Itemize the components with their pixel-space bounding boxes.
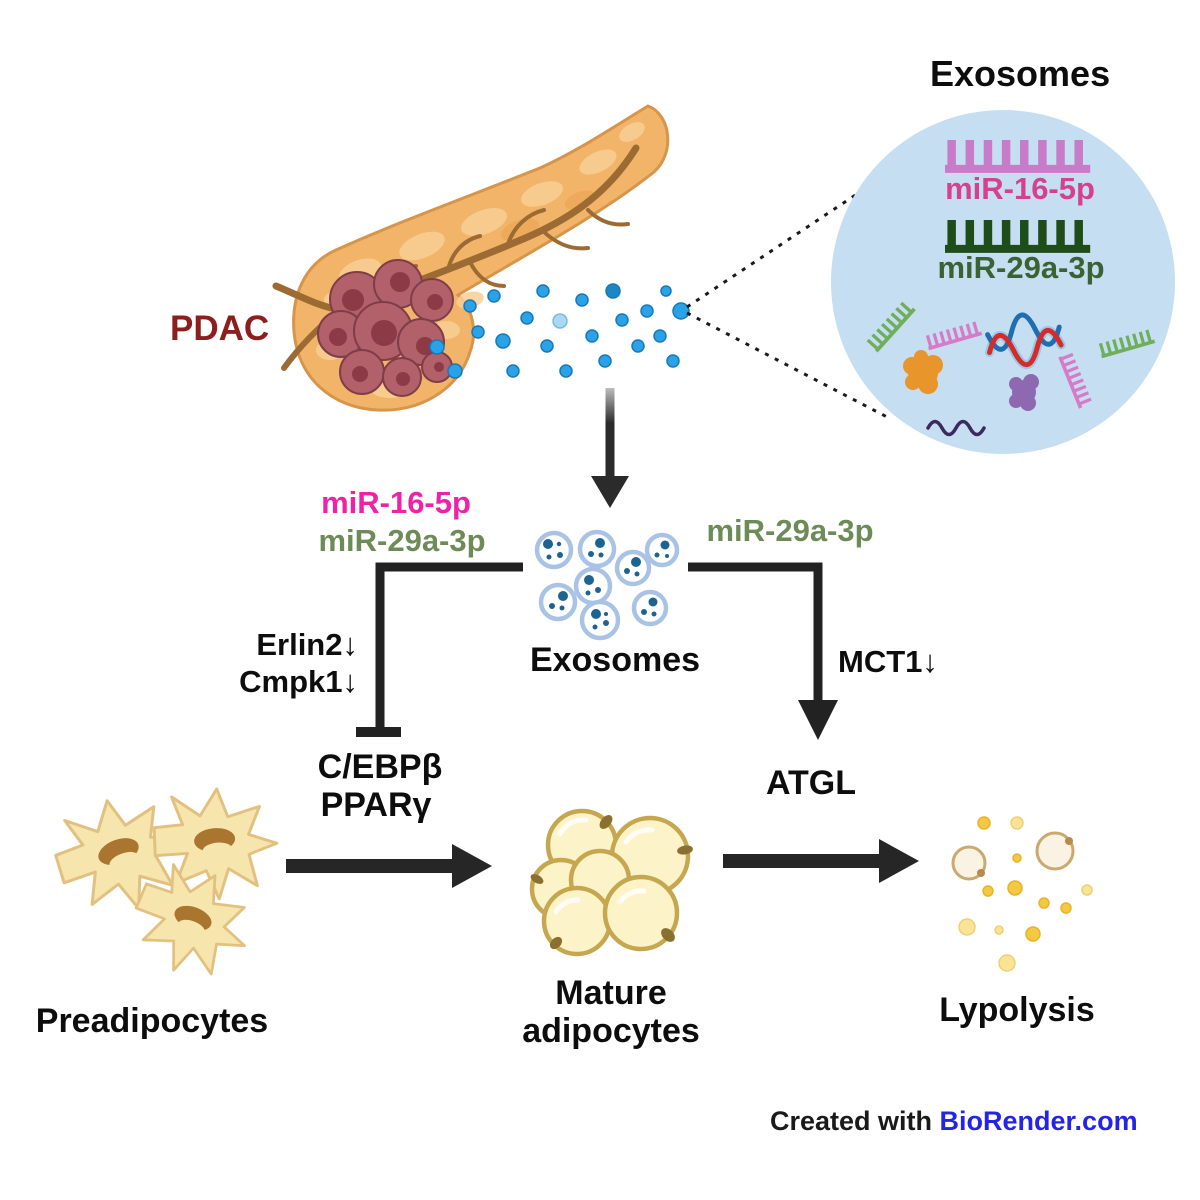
lypolysis-droplets-icon <box>951 816 1093 972</box>
lypolysis-label: Lypolysis <box>939 991 1095 1029</box>
inset-mir16-label: miR-16-5p <box>945 171 1095 206</box>
inset-mir29-label: miR-29a-3p <box>937 250 1105 285</box>
inhibition-t-bar <box>356 727 401 737</box>
exosome-cluster-icon <box>534 529 680 641</box>
biorender-credit: Created with BioRender.com <box>770 1106 1138 1137</box>
mature-adipocytes-label-line1: Mature <box>555 974 667 1012</box>
arrow-preadipocytes-to-mature <box>286 844 492 888</box>
mature-adipocytes-label-line2: adipocytes <box>522 1012 700 1050</box>
pparg-label: PPARγ <box>320 786 432 824</box>
exosome-cluster-label: Exosomes <box>529 641 701 679</box>
inset-heading: Exosomes <box>930 53 1111 94</box>
erlin2-label: Erlin2↓ <box>256 627 358 662</box>
rna-squiggle-icon <box>926 419 986 437</box>
protein-blob-purple-icon <box>1009 374 1039 411</box>
preadipocytes-label: Preadipocytes <box>35 1002 269 1040</box>
atgl-label: ATGL <box>765 764 857 802</box>
right-branch-arrow <box>688 562 838 740</box>
cebpb-label: C/EBPβ <box>317 748 443 786</box>
left-branch-inhibition-line <box>356 562 523 737</box>
mature-adipocytes-icon <box>529 808 693 957</box>
right-branch-mir29-label: miR-29a-3p <box>706 513 874 548</box>
pdac-tumor-icon <box>317 259 454 397</box>
arrow-mature-to-lypolysis <box>723 839 919 883</box>
exosome-spray-dots <box>429 283 690 379</box>
preadipocytes-icon <box>49 777 286 997</box>
dna-helix-icon <box>984 312 1066 370</box>
biorender-link[interactable]: BioRender.com <box>939 1106 1138 1136</box>
released-mir16-label: miR-16-5p <box>321 485 471 520</box>
protein-blob-orange-icon <box>903 350 943 394</box>
released-mir29-label: miR-29a-3p <box>318 523 486 558</box>
inset-connector-dotted-lines <box>686 184 890 420</box>
pdac-label: PDAC <box>170 309 270 348</box>
mct1-label: MCT1↓ <box>838 644 938 679</box>
pancreas-illustration <box>272 104 670 412</box>
exosome-inset-circle <box>831 110 1175 454</box>
cmpk1-label: Cmpk1↓ <box>239 664 358 699</box>
arrow-pancreas-to-exosomes <box>591 388 629 508</box>
credit-prefix: Created with <box>770 1106 940 1136</box>
